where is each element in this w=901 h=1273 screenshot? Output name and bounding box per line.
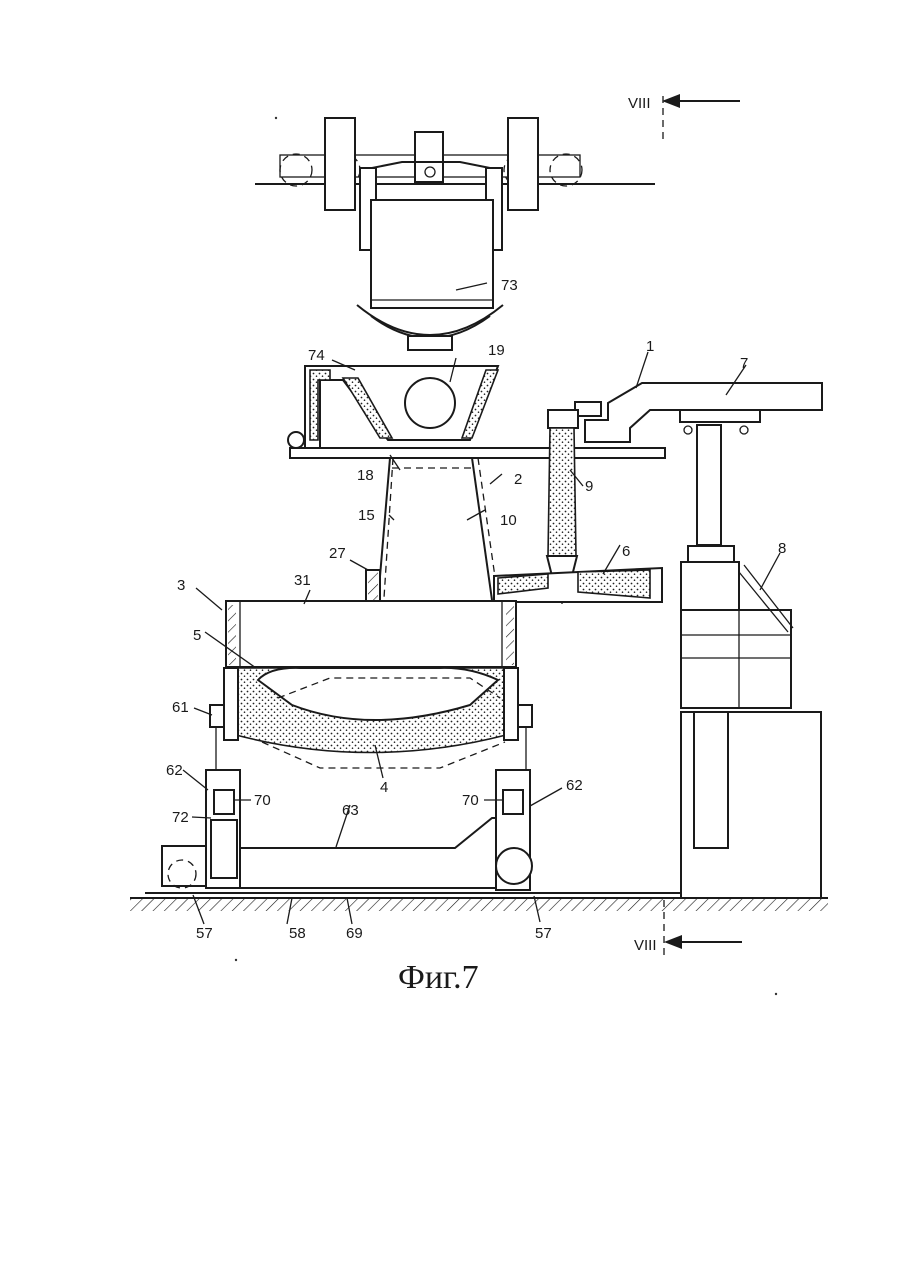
label-4: 4 bbox=[380, 779, 388, 796]
label-15: 15 bbox=[358, 507, 375, 524]
label-74: 74 bbox=[308, 347, 325, 364]
label-10: 10 bbox=[500, 512, 517, 529]
label-31: 31 bbox=[294, 572, 311, 589]
shaft-2 bbox=[366, 458, 498, 602]
section-mark-top: VIII bbox=[628, 94, 740, 140]
label-1: 1 bbox=[646, 338, 654, 355]
label-19: 19 bbox=[488, 342, 505, 359]
ground bbox=[130, 898, 828, 911]
label-5: 5 bbox=[193, 627, 201, 644]
label-2: 2 bbox=[514, 471, 522, 488]
section-label-bottom: VIII bbox=[634, 937, 657, 954]
label-8: 8 bbox=[778, 540, 786, 557]
label-27: 27 bbox=[329, 545, 346, 562]
section-label-top: VIII bbox=[628, 95, 651, 112]
label-70-left: 70 bbox=[254, 792, 271, 809]
furnace-vessel-3 bbox=[210, 601, 532, 770]
launder-6 bbox=[494, 568, 662, 602]
label-57-left: 57 bbox=[196, 925, 213, 942]
label-73: 73 bbox=[501, 277, 518, 294]
label-3: 3 bbox=[177, 577, 185, 594]
label-62-left: 62 bbox=[166, 762, 183, 779]
label-18: 18 bbox=[357, 467, 374, 484]
label-69: 69 bbox=[346, 925, 363, 942]
label-58: 58 bbox=[289, 925, 306, 942]
label-9: 9 bbox=[585, 478, 593, 495]
label-6: 6 bbox=[622, 543, 630, 560]
crane-trolley bbox=[255, 118, 655, 210]
label-7: 7 bbox=[740, 355, 748, 372]
label-70-right: 70 bbox=[462, 792, 479, 809]
label-61: 61 bbox=[172, 699, 189, 716]
label-63: 63 bbox=[342, 802, 359, 819]
column-8 bbox=[681, 425, 821, 898]
label-57-right: 57 bbox=[535, 925, 552, 942]
label-72: 72 bbox=[172, 809, 189, 826]
label-62-right: 62 bbox=[566, 777, 583, 794]
figure-caption: Фиг.7 bbox=[398, 959, 479, 996]
ladle-73 bbox=[357, 168, 503, 350]
